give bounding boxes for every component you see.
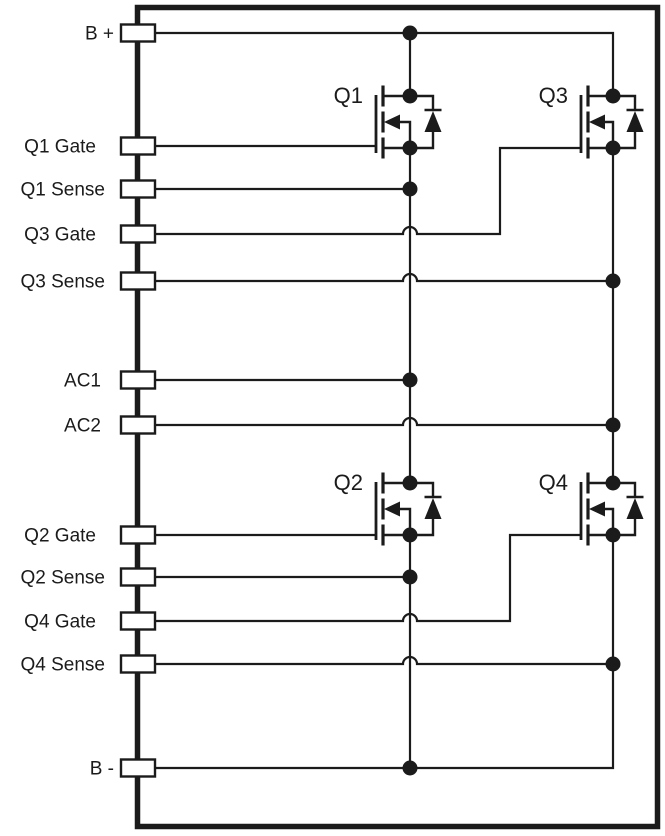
terminal-box-ac2 — [119, 415, 157, 435]
terminal-label-ac1: AC1 — [64, 371, 101, 392]
terminal-box-q3-sense — [119, 271, 157, 291]
terminal-box-q3-gate — [119, 224, 157, 244]
terminal-label-ac2: AC2 — [64, 416, 101, 437]
module-border — [134, 4, 661, 830]
wire-q4-sense-wire — [155, 655, 613, 666]
q3-body-diode-icon — [626, 111, 644, 132]
junction-dot — [402, 569, 418, 585]
junction-dot — [605, 527, 621, 543]
junction-dot — [402, 475, 418, 491]
q1-mosfet-symbol: Q1 — [334, 83, 442, 159]
q4-body-arrow-icon — [589, 501, 605, 517]
terminal-label-q2-gate: Q2 Gate — [24, 526, 96, 547]
wire-q4-gate-wire — [155, 533, 581, 623]
terminal-label-b-minus: B - — [90, 759, 114, 780]
q2-body-arrow-icon — [384, 501, 400, 517]
junction-dot — [605, 475, 621, 491]
q1-body-diode-icon — [424, 111, 442, 132]
q1-body-arrow-icon — [384, 114, 400, 130]
terminal-box-q1-gate — [119, 136, 157, 156]
transistor-label-q3: Q3 — [539, 83, 568, 108]
terminal-box-b-minus — [119, 758, 157, 778]
junction-dot — [605, 273, 621, 289]
junction-dot — [402, 140, 418, 156]
wire-ac2-wire — [155, 416, 613, 427]
transistor-label-q4: Q4 — [539, 470, 568, 495]
terminal-box-q2-sense — [119, 567, 157, 587]
junction-dot — [402, 527, 418, 543]
terminal-box-b-plus — [119, 23, 157, 43]
terminal-label-q1-sense: Q1 Sense — [21, 180, 106, 201]
q1-diode-top-lead — [410, 94, 435, 110]
junction-dot — [605, 140, 621, 156]
q2-diode-bottom-lead — [410, 518, 435, 537]
terminal-label-q4-gate: Q4 Gate — [24, 612, 96, 633]
transistor-label-q2: Q2 — [334, 470, 363, 495]
q2-diode-top-lead — [410, 481, 435, 497]
q1-diode-bottom-lead — [410, 131, 435, 150]
transistor-label-q1: Q1 — [334, 83, 363, 108]
wire-q3-gate-wire — [155, 146, 581, 236]
q4-body-connection — [604, 507, 615, 535]
terminal-label-q3-sense: Q3 Sense — [21, 272, 106, 293]
q2-body-connection — [399, 507, 412, 535]
terminal-box-q4-gate — [119, 611, 157, 631]
terminal-label-q4-sense: Q4 Sense — [21, 655, 106, 676]
q4-mosfet-symbol: Q4 — [539, 470, 644, 546]
junction-dot — [605, 417, 621, 433]
terminal-label-b-plus: B + — [85, 24, 114, 45]
junction-dot — [402, 181, 418, 197]
junction-dot — [402, 372, 418, 388]
terminal-box-ac1 — [119, 370, 157, 390]
junction-dot — [605, 88, 621, 104]
q4-body-diode-icon — [626, 498, 644, 519]
terminal-label-q2-sense: Q2 Sense — [21, 568, 106, 589]
wire-q3-sense-wire — [155, 272, 613, 283]
terminal-box-q4-sense — [119, 654, 157, 674]
junction-dot — [605, 656, 621, 672]
q3-body-arrow-icon — [589, 114, 605, 130]
terminal-label-q3-gate: Q3 Gate — [24, 225, 96, 246]
terminal-box-q1-sense — [119, 179, 157, 199]
junction-dot — [402, 88, 418, 104]
q3-mosfet-symbol: Q3 — [539, 83, 644, 159]
junction-dot — [402, 760, 418, 776]
q3-body-connection — [604, 120, 615, 148]
junction-dot — [402, 25, 418, 41]
q2-body-diode-icon — [424, 498, 442, 519]
terminal-label-q1-gate: Q1 Gate — [24, 137, 96, 158]
wire-b-plus-rail — [155, 31, 615, 96]
q1-body-connection — [399, 120, 412, 148]
wire-b-minus-rail — [155, 535, 615, 770]
terminal-box-q2-gate — [119, 525, 157, 545]
